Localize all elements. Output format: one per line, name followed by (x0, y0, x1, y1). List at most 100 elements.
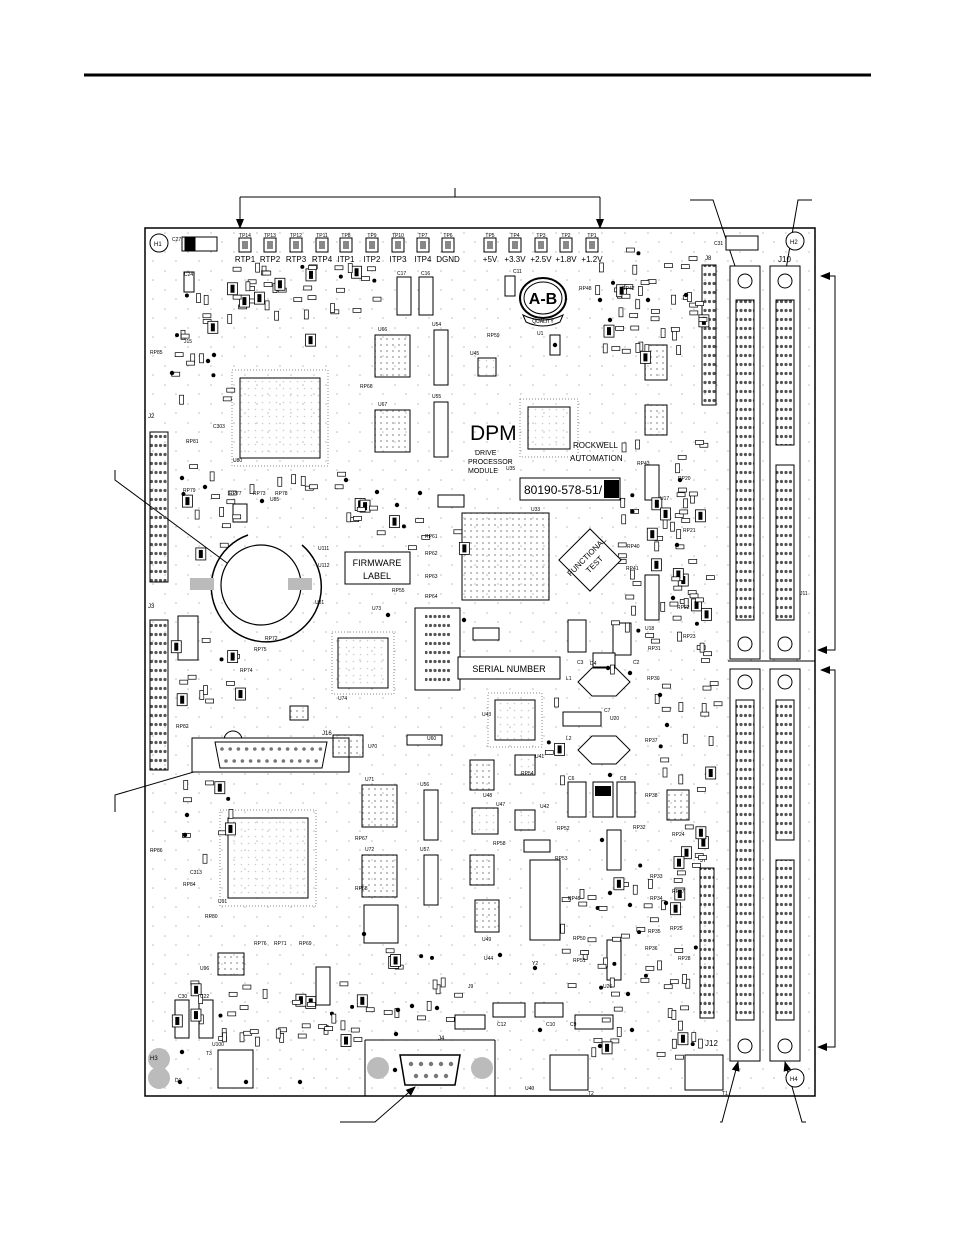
svg-text:RP33: RP33 (650, 874, 663, 880)
db25-connector (191, 737, 350, 773)
svg-text:RP68: RP68 (355, 886, 368, 892)
firmware-line1: FIRMWARE (353, 558, 402, 568)
ab-logo: A-B QUALITY (519, 277, 567, 327)
svg-text:RP61: RP61 (425, 534, 438, 540)
svg-text:U60: U60 (427, 736, 436, 742)
svg-text:C30: C30 (178, 994, 187, 1000)
svg-text:C16: C16 (421, 271, 430, 277)
svg-text:U67: U67 (378, 402, 387, 408)
svg-text:RP67: RP67 (355, 836, 368, 842)
svg-text:RP35: RP35 (648, 929, 661, 935)
svg-text:C3: C3 (577, 660, 584, 666)
svg-text:RP22: RP22 (677, 605, 690, 611)
svg-text:U42: U42 (540, 804, 549, 810)
label-h1: H1 (154, 242, 162, 248)
svg-text:D4: D4 (590, 661, 597, 667)
svg-text:U73: U73 (372, 606, 381, 612)
svg-text:C24: C24 (184, 272, 193, 278)
svg-text:U18: U18 (645, 626, 654, 632)
large-chips (217, 334, 724, 1091)
svg-text:U49: U49 (482, 937, 491, 943)
svg-text:U48: U48 (483, 793, 492, 799)
svg-text:Y2: Y2 (532, 961, 538, 967)
svg-text:RP79: RP79 (183, 488, 196, 494)
db9-connector (399, 1054, 461, 1086)
header-j3 (149, 619, 169, 771)
module-title: DPM (470, 422, 517, 445)
svg-text:D1: D1 (175, 1078, 182, 1084)
testpoint-label: +3.3V (504, 255, 526, 264)
label-h3: H3 (150, 1056, 158, 1062)
firmware-label-box (344, 551, 411, 585)
svg-text:T2: T2 (588, 1091, 594, 1097)
svg-text:C9: C9 (570, 1022, 577, 1028)
label-j12: J12 (705, 1039, 718, 1048)
label-j7: J7 (700, 858, 707, 864)
svg-text:RP34: RP34 (650, 896, 663, 902)
svg-text:U71: U71 (365, 777, 374, 783)
grey-pad (148, 1048, 170, 1070)
svg-text:U33: U33 (531, 507, 540, 513)
testpoint-row: TP14RTP1TP13RTP2TP12RTP3TP11RTP4TP8ITP1T… (235, 233, 603, 264)
svg-text:RP64: RP64 (425, 594, 438, 600)
svg-text:RP43: RP43 (637, 461, 650, 467)
testpoint-ref: TP2 (561, 233, 570, 239)
svg-text:RP59: RP59 (487, 333, 500, 339)
svg-text:U45: U45 (470, 351, 479, 357)
soic-chips (406, 329, 660, 1030)
testpoint-label: RTP1 (235, 255, 256, 264)
label-j3: J3 (148, 604, 155, 610)
svg-text:L2: L2 (566, 736, 572, 742)
svg-text:RP21: RP21 (683, 528, 696, 534)
svg-text:RP37: RP37 (645, 738, 658, 744)
svg-text:U41: U41 (535, 754, 544, 760)
testpoint-label: +1.2V (581, 255, 603, 264)
svg-text:RP55: RP55 (392, 588, 405, 594)
svg-text:U96: U96 (200, 966, 209, 972)
svg-text:RP80: RP80 (205, 914, 218, 920)
module-line3: MODULE (468, 468, 498, 475)
svg-text:RP25: RP25 (670, 926, 683, 932)
svg-text:U91: U91 (218, 899, 227, 905)
label-j2: J2 (148, 414, 155, 420)
svg-text:RP84: RP84 (183, 882, 196, 888)
svg-text:T1: T1 (722, 1091, 728, 1097)
svg-text:U100: U100 (212, 1042, 224, 1048)
svg-text:RP53: RP53 (555, 856, 568, 862)
svg-text:RP32: RP32 (633, 825, 646, 831)
svg-text:C303: C303 (213, 424, 225, 430)
testpoint-label: ITP2 (364, 255, 381, 264)
svg-text:RP28: RP28 (678, 956, 691, 962)
testpoint-ref: TP1 (587, 233, 596, 239)
testpoint-label: ITP4 (415, 255, 432, 264)
svg-text:C7: C7 (604, 708, 611, 714)
svg-text:RP49: RP49 (568, 896, 581, 902)
svg-text:U85: U85 (270, 497, 279, 503)
svg-text:RP74: RP74 (240, 668, 253, 674)
label-j10: J10 (778, 255, 791, 264)
svg-text:RP63: RP63 (425, 574, 438, 580)
svg-text:RP66: RP66 (360, 384, 373, 390)
testpoint-ref: TP8 (341, 233, 350, 239)
label-h2: H2 (790, 240, 798, 246)
svg-text:U35: U35 (506, 466, 515, 472)
grey-pad (148, 1067, 170, 1089)
svg-text:C12: C12 (497, 1022, 506, 1028)
part-number-block (604, 480, 619, 498)
maker-line2: AUTOMATION (570, 454, 623, 463)
svg-text:RP42: RP42 (622, 286, 635, 292)
testpoint-25v: TP3+2.5V (530, 233, 552, 264)
testpoint-5v: TP5+5V (483, 233, 498, 264)
svg-text:RP76: RP76 (254, 941, 267, 947)
svg-text:RP50: RP50 (573, 936, 586, 942)
svg-text:RP78: RP78 (275, 491, 288, 497)
header-j8 (701, 264, 717, 406)
firmware-line2: LABEL (363, 571, 391, 581)
testpoint-label: +2.5V (530, 255, 552, 264)
testpoint-label: +5V (483, 255, 498, 264)
svg-text:RP85: RP85 (150, 350, 163, 356)
svg-text:A-B: A-B (529, 291, 557, 308)
